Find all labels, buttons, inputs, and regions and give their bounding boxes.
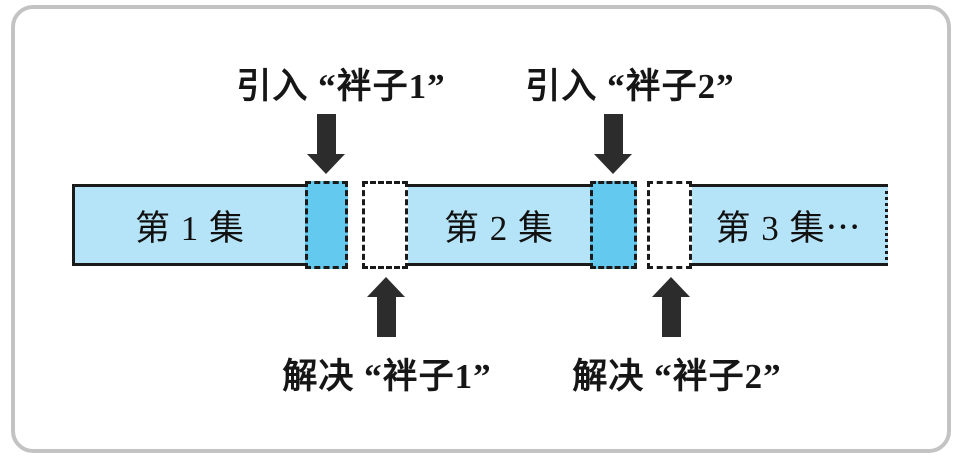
arrow-head-up bbox=[367, 277, 405, 297]
episode-3-block: 第 3 集⋯ bbox=[692, 184, 888, 266]
hook-1-resolve-segment bbox=[362, 181, 408, 269]
arrow-shaft bbox=[603, 114, 623, 154]
resolve-hook-2-up-arrow-icon bbox=[652, 277, 690, 337]
intro-hook-2-label: 引入 “袢子2” bbox=[525, 67, 735, 106]
intro-hook-2-down-arrow-icon bbox=[594, 114, 632, 174]
hook-2-intro-segment bbox=[590, 181, 637, 269]
episode-2-block: 第 2 集 bbox=[408, 184, 590, 266]
arrow-shaft bbox=[316, 114, 336, 154]
arrow-head-down bbox=[307, 154, 345, 174]
episode-1-block: 第 1 集 bbox=[72, 184, 305, 266]
resolve-hook-1-label: 解决 “袢子1” bbox=[282, 357, 492, 396]
arrow-shaft bbox=[376, 297, 396, 337]
arrow-shaft bbox=[661, 297, 681, 337]
hook-2-resolve-segment bbox=[647, 181, 692, 269]
arrow-head-down bbox=[594, 154, 632, 174]
intro-hook-1-down-arrow-icon bbox=[307, 114, 345, 174]
resolve-hook-2-label: 解决 “袢子2” bbox=[572, 357, 782, 396]
arrow-head-up bbox=[652, 277, 690, 297]
hook-1-intro-segment bbox=[305, 181, 348, 269]
resolve-hook-1-up-arrow-icon bbox=[367, 277, 405, 337]
intro-hook-1-label: 引入 “袢子1” bbox=[236, 67, 446, 106]
